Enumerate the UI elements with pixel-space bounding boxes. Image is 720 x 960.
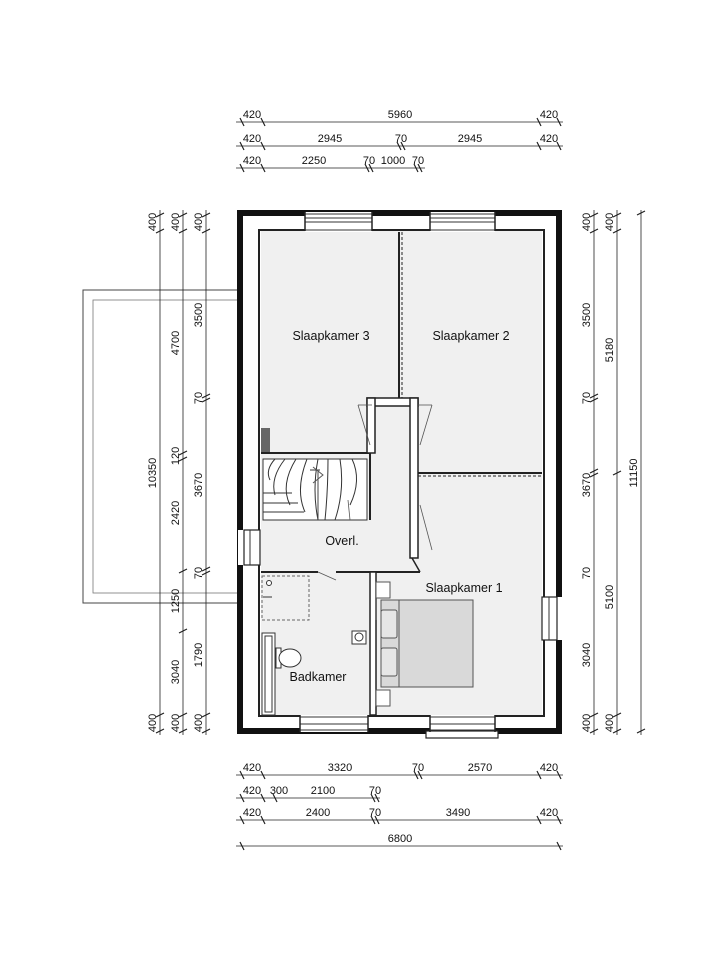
dim-top-3-e: 70 — [412, 155, 424, 167]
dim-bottom-4-total: 6800 — [388, 833, 412, 845]
outer-walls — [237, 210, 562, 734]
dim-left-2-e: 1250 — [170, 589, 182, 613]
dim-bottom-2-b: 300 — [270, 785, 288, 797]
dimensions-top: 420 5960 420 420 2945 70 2945 420 420 22… — [236, 109, 563, 173]
dimensions-right: 400 3500 70 3670 70 3040 400 400 5180 51… — [581, 210, 646, 735]
window-bottom-left — [299, 715, 369, 732]
window-left — [238, 529, 261, 566]
dim-top-3-d: 1000 — [381, 155, 405, 167]
dim-right-2-b: 5180 — [604, 338, 616, 362]
dim-left-3-b: 3500 — [193, 303, 205, 327]
room-label-badkamer: Badkamer — [290, 670, 347, 684]
dim-top-1-a: 420 — [243, 109, 261, 121]
dim-bottom-2-a: 420 — [243, 785, 261, 797]
dim-top-2-d: 2945 — [458, 133, 482, 145]
bathroom-fixtures — [261, 575, 367, 716]
dim-right-1-e: 70 — [581, 567, 593, 579]
dim-top-3-a: 420 — [243, 155, 261, 167]
interior-walls — [261, 232, 542, 716]
dim-top-2-c: 70 — [395, 133, 407, 145]
shower-head-icon — [266, 580, 272, 586]
dim-left-1-b: 10350 — [147, 458, 159, 489]
dim-right-1-c: 70 — [581, 392, 593, 404]
room-label-slaapkamer-3: Slaapkamer 3 — [292, 329, 369, 343]
dim-left-3-d: 3670 — [193, 473, 205, 497]
dim-left-2-d: 2420 — [170, 501, 182, 525]
window-right — [541, 596, 564, 641]
dim-top-3-b: 2250 — [302, 155, 326, 167]
terrace — [82, 289, 244, 604]
dim-right-1-b: 3500 — [581, 303, 593, 327]
dim-left-2-g: 400 — [170, 714, 182, 732]
dim-bottom-3-e: 420 — [540, 807, 558, 819]
dim-top-2-a: 420 — [243, 133, 261, 145]
dim-left-2-a: 400 — [170, 213, 182, 231]
dim-left-3-c: 70 — [193, 392, 205, 404]
bedroom-furniture — [375, 581, 474, 707]
dim-bottom-3-b: 2400 — [306, 807, 330, 819]
windows — [238, 212, 564, 739]
dim-bottom-1-e: 420 — [540, 762, 558, 774]
dimensions-left: 400 10350 400 400 4700 120 2420 1250 304… — [147, 210, 211, 735]
dim-bottom-2-d: 70 — [369, 785, 381, 797]
dim-top-2-b: 2945 — [318, 133, 342, 145]
dim-left-2-c: 120 — [170, 447, 182, 465]
dim-bottom-1-c: 70 — [412, 762, 424, 774]
dim-left-3-a: 400 — [193, 213, 205, 231]
room-label-overloop: Overl. — [325, 534, 358, 548]
dim-left-3-g: 400 — [193, 714, 205, 732]
dim-bottom-1-a: 420 — [243, 762, 261, 774]
dimensions-bottom: 420 3320 70 2570 420 420 300 2100 70 420… — [236, 762, 563, 851]
dim-bottom-3-a: 420 — [243, 807, 261, 819]
dim-right-2-a: 400 — [604, 213, 616, 231]
dim-top-2-e: 420 — [540, 133, 558, 145]
room-label-slaapkamer-2: Slaapkamer 2 — [432, 329, 509, 343]
window-top-right — [429, 212, 496, 232]
dim-right-2-c: 5100 — [604, 585, 616, 609]
dim-left-3-e: 70 — [193, 567, 205, 579]
dim-bottom-1-d: 2570 — [468, 762, 492, 774]
room-label-slaapkamer-1: Slaapkamer 1 — [425, 581, 502, 595]
toilet-icon — [275, 647, 302, 669]
dim-left-1-a: 400 — [147, 213, 159, 231]
staircase — [262, 458, 368, 521]
dim-bottom-3-c: 70 — [369, 807, 381, 819]
dim-bottom-3-d: 3490 — [446, 807, 470, 819]
window-top-left — [304, 212, 373, 232]
dim-left-2-f: 3040 — [170, 660, 182, 684]
dim-right-1-a: 400 — [581, 213, 593, 231]
dim-right-3-total: 11150 — [628, 459, 640, 488]
room-labels: Slaapkamer 3 Slaapkamer 2 Slaapkamer 1 O… — [290, 329, 510, 684]
dim-top-1-b: 5960 — [388, 109, 412, 121]
dim-right-2-d: 400 — [604, 714, 616, 732]
dim-right-1-f: 3040 — [581, 643, 593, 667]
dim-right-1-d: 3670 — [581, 473, 593, 497]
dim-top-3-c: 70 — [363, 155, 375, 167]
dim-left-2-b: 4700 — [170, 331, 182, 355]
dim-bottom-2-c: 2100 — [311, 785, 335, 797]
window-bottom-right — [425, 715, 499, 739]
dim-top-1-c: 420 — [540, 109, 558, 121]
dim-bottom-1-b: 3320 — [328, 762, 352, 774]
dim-left-1-c: 400 — [147, 714, 159, 732]
dim-right-1-g: 400 — [581, 714, 593, 732]
dim-left-3-f: 1790 — [193, 643, 205, 667]
